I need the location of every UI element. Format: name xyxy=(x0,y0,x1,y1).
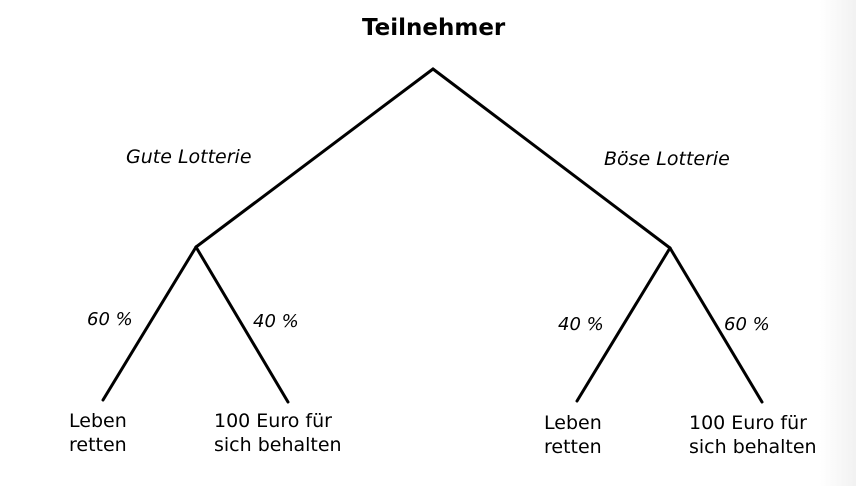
leaf-gute-leben-retten: Leben retten xyxy=(69,409,127,458)
branch-label-boese-lotterie: Böse Lotterie xyxy=(604,148,730,170)
probability-gute-leben-retten: 60 % xyxy=(87,309,133,330)
edge-root-to-gute-lotterie xyxy=(194,67,435,249)
edge-root-to-boese-lotterie xyxy=(431,67,672,250)
leaf-line: retten xyxy=(544,436,602,459)
leaf-line: 100 Euro für xyxy=(214,410,332,432)
edge-gute-to-leben-retten xyxy=(101,245,198,402)
edge-boese-to-leben-retten xyxy=(575,246,672,403)
leaf-boese-leben-retten: Leben retten xyxy=(544,411,602,460)
root-node-label: Teilnehmer xyxy=(362,15,506,41)
branch-label-gute-lotterie: Gute Lotterie xyxy=(126,146,252,168)
probability-gute-100-euro: 40 % xyxy=(253,311,299,332)
leaf-line: 100 Euro für xyxy=(689,412,807,434)
leaf-boese-100-euro: 100 Euro für sich behalten xyxy=(689,411,817,460)
scan-edge-shading xyxy=(820,0,856,486)
leaf-line: Leben xyxy=(544,412,602,434)
edge-gute-to-100-euro xyxy=(194,245,290,404)
leaf-line: sich behalten xyxy=(689,436,817,459)
probability-boese-100-euro: 60 % xyxy=(724,314,770,335)
leaf-line: Leben xyxy=(69,410,127,432)
leaf-gute-100-euro: 100 Euro für sich behalten xyxy=(214,409,342,458)
probability-boese-leben-retten: 40 % xyxy=(558,314,604,335)
edge-boese-to-100-euro xyxy=(668,246,764,404)
leaf-line: retten xyxy=(69,434,127,457)
leaf-line: sich behalten xyxy=(214,434,342,457)
